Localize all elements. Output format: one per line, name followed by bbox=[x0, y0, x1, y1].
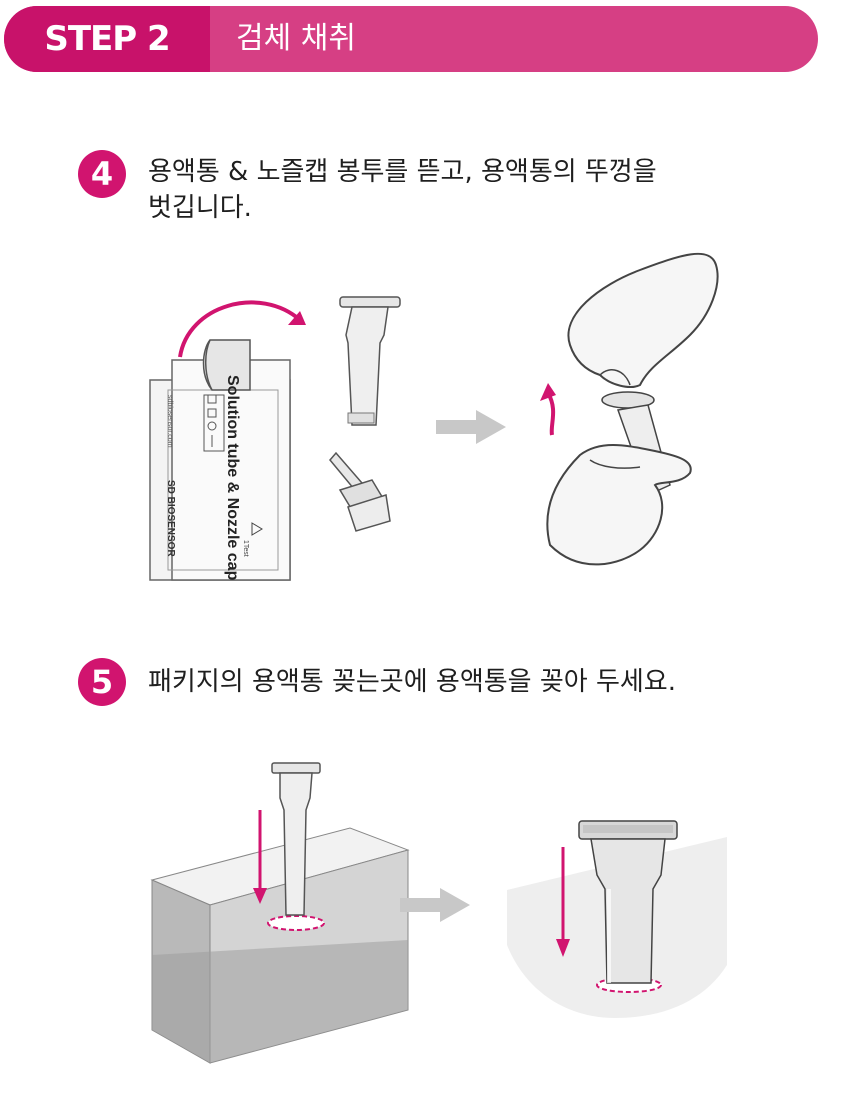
pouch-product-text: Solution tube & Nozzle cap bbox=[224, 375, 241, 581]
step-instruction: 패키지의 용액통 꽂는곳에 용액통을 꽂아 두세요. bbox=[148, 664, 676, 700]
warning-triangle-icon bbox=[251, 522, 263, 536]
solution-tube-icon bbox=[339, 296, 401, 426]
pouch-symbols-icon bbox=[203, 394, 225, 452]
step-number-badge: 5 bbox=[78, 658, 126, 706]
step-number-badge: 4 bbox=[78, 150, 126, 198]
pouch-brand-text: SD BIOSENSOR bbox=[165, 480, 176, 557]
instruction-line: 패키지의 용액통 꽂는곳에 용액통을 꽂아 두세요. bbox=[148, 667, 676, 697]
step-title: 검체 채취 bbox=[236, 21, 356, 56]
pouch-test-label: 1Test bbox=[242, 540, 249, 557]
step-label: STEP 2 bbox=[4, 6, 210, 72]
instruction-line: 벗깁니다. bbox=[148, 193, 252, 223]
hands-opening-tube-illustration bbox=[540, 252, 719, 566]
step-header: STEP 2 검체 채취 bbox=[4, 6, 818, 72]
pouch-illustration: Solution tube & Nozzle cap SD BIOSENSOR … bbox=[149, 296, 401, 581]
next-arrow-icon bbox=[400, 888, 470, 922]
tube-inserted-closeup-illustration bbox=[507, 820, 727, 1018]
tube-insertion-illustration bbox=[150, 762, 410, 1064]
nozzle-cap-icon bbox=[329, 451, 391, 532]
step-instruction: 용액통 & 노즐캡 봉투를 뜯고, 용액통의 뚜껑을 벗깁니다. bbox=[148, 154, 657, 226]
instruction-line: 용액통 & 노즐캡 봉투를 뜯고, 용액통의 뚜껑을 bbox=[148, 157, 657, 187]
pouch-website-text: sdbiosensor.com bbox=[166, 395, 173, 448]
next-arrow-icon bbox=[436, 410, 506, 444]
